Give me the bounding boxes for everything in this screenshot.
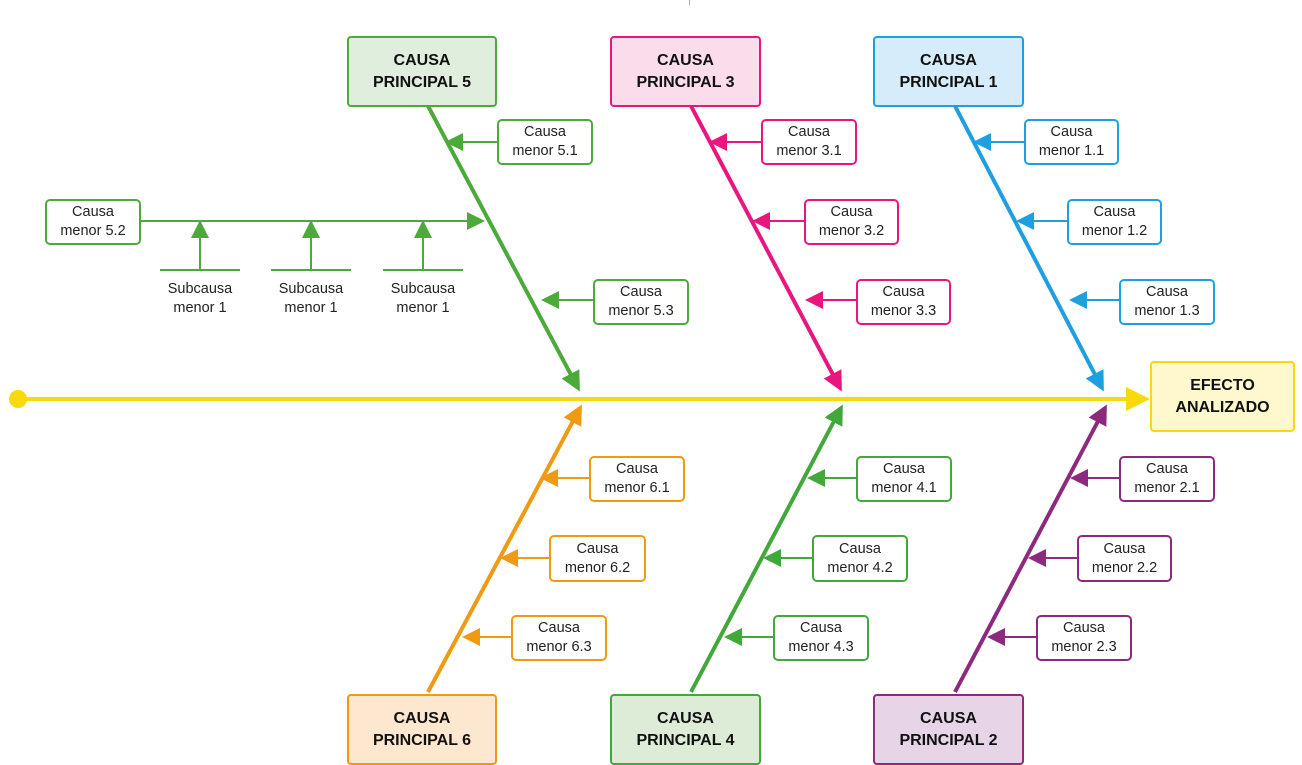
minor-cause-6-2-box: Causa menor 6.2 [549,535,646,582]
minor-cause-6-3-box: Causa menor 6.3 [511,615,607,661]
minor-cause-2-1-label: Causa menor 2.1 [1134,461,1200,496]
minor-cause-3-1-label: Causa menor 3.1 [776,124,842,159]
minor-cause-2-3-label: Causa menor 2.3 [1051,620,1117,655]
subcause-label: Subcausa menor 1 [167,281,233,316]
spine-start-dot [9,390,27,408]
minor-cause-1-2-box: Causa menor 1.2 [1067,199,1162,245]
minor-cause-4-2-box: Causa menor 4.2 [812,535,908,582]
minor-cause-6-1-label: Causa menor 6.1 [604,461,670,496]
minor-cause-6-1-box: Causa menor 6.1 [589,456,685,502]
subcause-label: Subcausa menor 1 [278,281,344,316]
minor-cause-2-2-box: Causa menor 2.2 [1077,535,1172,582]
minor-cause-3-2-box: Causa menor 3.2 [804,199,899,245]
minor-cause-6-2-label: Causa menor 6.2 [564,540,631,576]
main-cause-5-label: CAUSA PRINCIPAL 5 [372,51,472,91]
subcause-label: Subcausa menor 1 [390,281,456,316]
minor-cause-5-3-box: Causa menor 5.3 [593,279,689,325]
minor-cause-5-2-box: Causa menor 5.2 [45,199,141,245]
main-cause-2-label: CAUSA PRINCIPAL 2 [899,709,998,749]
top-edge-mark [689,0,690,5]
main-cause-1-box: CAUSA PRINCIPAL 1 [873,36,1024,107]
minor-cause-3-3-box: Causa menor 3.3 [856,279,951,325]
minor-cause-1-1-label: Causa menor 1.1 [1038,124,1105,159]
main-cause-1-label: CAUSA PRINCIPAL 1 [899,51,998,91]
effect-box: EFECTO ANALIZADO [1150,361,1295,432]
minor-cause-1-2-label: Causa menor 1.2 [1081,204,1148,239]
minor-cause-3-1-box: Causa menor 3.1 [761,119,857,165]
minor-cause-2-1-box: Causa menor 2.1 [1119,456,1215,502]
main-cause-3-box: CAUSA PRINCIPAL 3 [610,36,761,107]
bone-3-line [689,105,842,392]
main-cause-5-box: CAUSA PRINCIPAL 5 [347,36,497,107]
minor-cause-5-3-label: Causa menor 5.3 [608,284,674,319]
main-cause-3-label: CAUSA PRINCIPAL 3 [636,51,735,91]
main-cause-6-box: CAUSA PRINCIPAL 6 [347,694,497,765]
main-cause-6-label: CAUSA PRINCIPAL 6 [372,709,472,749]
minor-cause-3-2-label: Causa menor 3.2 [818,204,885,239]
minor-cause-5-2-label: Causa menor 5.2 [60,204,126,239]
minor-cause-4-1-box: Causa menor 4.1 [856,456,952,502]
minor-cause-5-1-box: Causa menor 5.1 [497,119,593,165]
minor-cause-4-3-label: Causa menor 4.3 [788,620,854,655]
minor-cause-3-3-label: Causa menor 3.3 [870,284,937,319]
main-cause-4-box: CAUSA PRINCIPAL 4 [610,694,761,765]
main-cause-2-box: CAUSA PRINCIPAL 2 [873,694,1024,765]
effect-label: EFECTO ANALIZADO [1175,376,1270,416]
bone-1-line [953,105,1104,392]
main-cause-4-label: CAUSA PRINCIPAL 4 [636,709,735,749]
minor-cause-1-1-box: Causa menor 1.1 [1024,119,1119,165]
minor-cause-4-2-label: Causa menor 4.2 [827,540,893,576]
minor-cause-2-2-label: Causa menor 2.2 [1091,540,1158,576]
minor-cause-2-3-box: Causa menor 2.3 [1036,615,1132,661]
minor-cause-5-1-label: Causa menor 5.1 [512,124,578,159]
minor-cause-4-1-label: Causa menor 4.1 [871,461,937,496]
minor-cause-1-3-label: Causa menor 1.3 [1134,284,1200,319]
minor-cause-4-3-box: Causa menor 4.3 [773,615,869,661]
minor-cause-6-3-label: Causa menor 6.3 [526,620,592,655]
minor-cause-1-3-box: Causa menor 1.3 [1119,279,1215,325]
bone-5-line [426,105,580,392]
